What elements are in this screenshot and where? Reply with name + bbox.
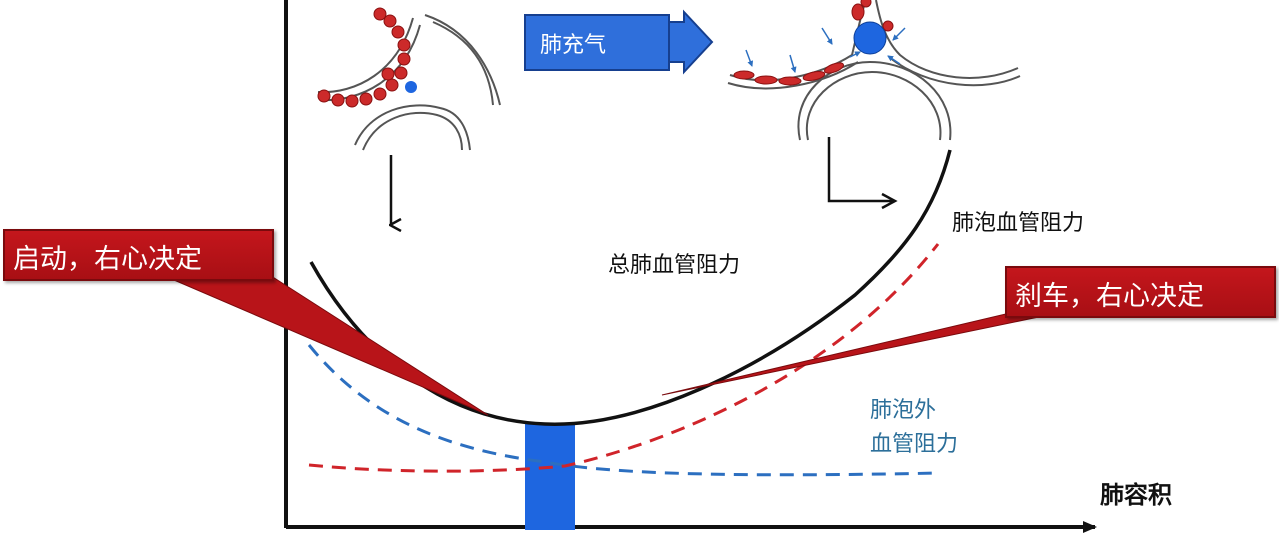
callout-brake: 刹车，右心决定: [1005, 266, 1276, 318]
alveolar-resistance-label: 肺泡血管阻力: [952, 211, 1085, 236]
alveolar-resistance-curve: [308, 243, 940, 473]
extra-alveolar-resistance-curve: [307, 344, 941, 477]
callout-start-pointer: [159, 273, 489, 416]
extra-alveolar-label-line1: 肺泡外: [870, 398, 937, 423]
alveolus-collapsed-icon: [317, 7, 501, 151]
inflate-lung-text: 肺充气: [540, 32, 607, 58]
arrow-corner-head: [881, 192, 898, 210]
block-arrow-right-icon: [668, 9, 714, 75]
optimal-volume-bar: [525, 424, 575, 530]
inflate-lung-label: 肺充气: [524, 14, 670, 71]
total-resistance-curve: [309, 149, 952, 426]
total-resistance-label: 总肺血管阻力: [608, 253, 741, 278]
callout-start: 启动，右心决定: [3, 229, 274, 281]
callout-brake-text: 刹车，右心决定: [1015, 281, 1204, 312]
arrow-corner-icon: [827, 137, 893, 203]
callout-start-text: 启动，右心决定: [13, 244, 202, 275]
alveolus-inflated-icon: [727, 0, 1021, 141]
x-axis-label: 肺容积: [1100, 481, 1172, 509]
extra-alveolar-label-line2: 血管阻力: [870, 432, 959, 457]
